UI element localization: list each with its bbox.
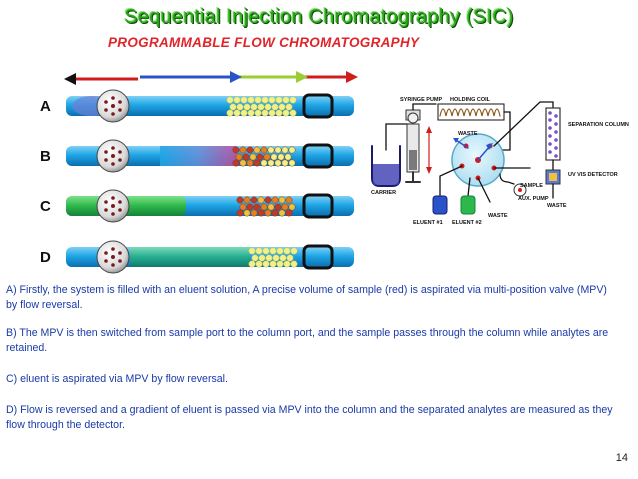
sic-schematic: CARRIER SYRINGE PUMP HOLDING COIL [371,97,629,226]
detector-cell-icon [302,244,334,270]
row-label-d: D [40,249,51,266]
separation-column-icon [545,107,561,161]
row-label-c: C [40,198,51,215]
waste-label-bottom: WASTE [488,213,508,219]
direction-arrows [64,71,358,85]
page-number: 14 [615,452,628,464]
detector-cell-icon [302,193,334,219]
eluent-1-label: ELUENT #1 [413,220,443,226]
uv-vis-detector-label: UV VIS DETECTOR [568,172,618,178]
eluent-2-label: ELUENT #2 [452,220,482,226]
tube-row-b [66,139,354,173]
step-c-text: C) eluent is aspirated via MPV by flow r… [6,373,228,385]
tube-row-d [66,240,354,274]
tube-row-c [66,189,354,223]
carrier-label: CARRIER [371,190,396,196]
waste-label-right: WASTE [547,203,567,209]
sample-label: SAMPLE [520,183,543,189]
step-d-text: D) Flow is reversed and a gradient of el… [6,404,613,431]
syringe-pump-label: SYRINGE PUMP [400,97,443,103]
step-b-text: B) The MPV is then switched from sample … [6,327,609,354]
row-label-a: A [40,98,51,115]
tube-row-a [66,89,354,123]
waste-label-top: WASTE [458,131,478,137]
holding-coil-icon [439,108,501,117]
slide-subtitle: PROGRAMMABLE FLOW CHROMATOGRAPHY [108,35,420,50]
eluent-2-bottle-icon [460,195,476,215]
detector-cell-icon [302,93,334,119]
separation-column-label: SEPARATION COLUMN [568,122,629,128]
detector-cell-icon [302,143,334,169]
row-label-b: B [40,148,51,165]
eluent-1-bottle-icon [432,195,448,215]
aux-pump-label: AUX. PUMP [518,196,549,202]
slide-title: Sequential Injection Chromatography (SIC… [124,6,514,28]
holding-coil-label: HOLDING COIL [450,97,491,103]
step-a-text: A) Firstly, the system is filled with an… [6,284,607,311]
